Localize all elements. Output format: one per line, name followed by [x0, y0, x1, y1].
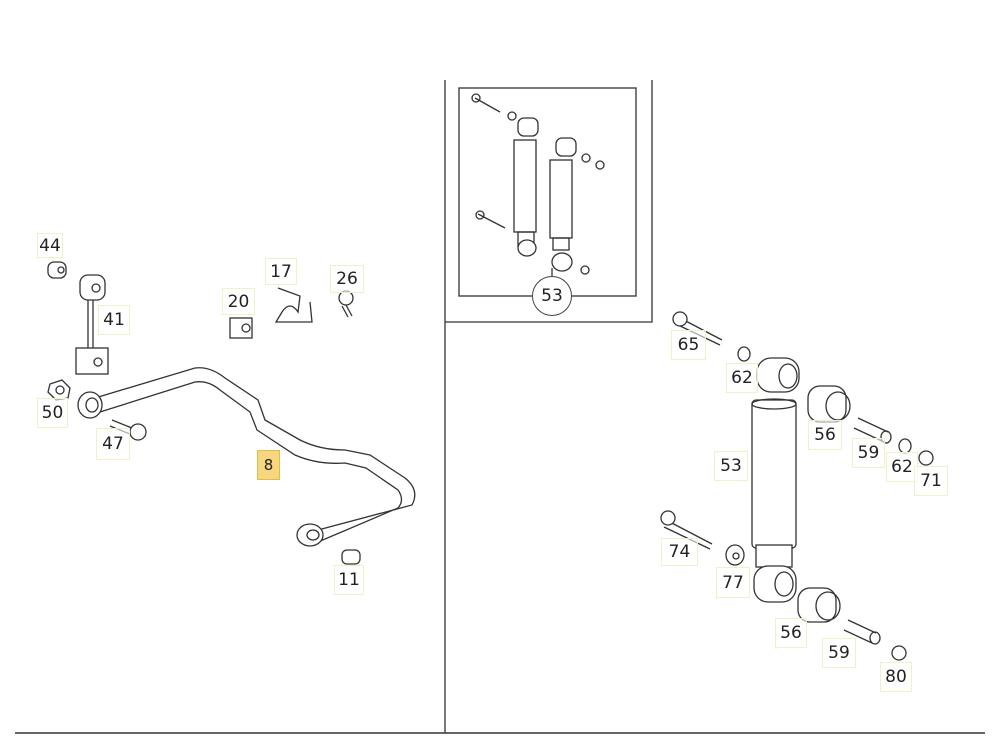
callout-50[interactable]: 50 [37, 398, 68, 428]
callout-62[interactable]: 62 [726, 363, 758, 393]
callout-17[interactable]: 17 [265, 258, 297, 285]
nut-11 [341, 549, 361, 565]
callout-41[interactable]: 41 [98, 305, 130, 335]
clamp-17 [274, 287, 313, 323]
inset-frame [445, 80, 653, 323]
inset-shock-absorbers [471, 93, 605, 275]
bolt-26 [338, 290, 354, 318]
callout-47[interactable]: 47 [96, 428, 130, 460]
callout-20[interactable]: 20 [222, 288, 255, 315]
stabilizer-link [75, 274, 109, 375]
shock-absorber-53 [660, 311, 934, 661]
callout-26[interactable]: 26 [330, 265, 364, 293]
bolt-47 [109, 419, 147, 441]
callout-56-second[interactable]: 56 [775, 618, 807, 648]
inset-box [458, 87, 637, 297]
callout-74[interactable]: 74 [661, 538, 698, 566]
callout-11[interactable]: 11 [334, 565, 364, 595]
callout-56[interactable]: 56 [808, 420, 842, 450]
callout-59-second[interactable]: 59 [822, 638, 856, 668]
callout-8-highlighted[interactable]: 8 [257, 450, 280, 480]
nut-44 [47, 261, 67, 279]
callout-71[interactable]: 71 [914, 466, 948, 496]
callout-62-second[interactable]: 62 [886, 452, 918, 482]
callout-59[interactable]: 59 [852, 438, 885, 468]
stabilizer-bar [77, 367, 416, 547]
callout-44[interactable]: 44 [37, 233, 63, 258]
callout-80[interactable]: 80 [880, 662, 912, 692]
callout-65[interactable]: 65 [671, 330, 706, 360]
callout-53[interactable]: 53 [714, 451, 748, 481]
bushing-20 [229, 317, 253, 339]
nut-50 [47, 379, 71, 401]
callout-77[interactable]: 77 [716, 567, 750, 598]
inset-callout-53[interactable]: 53 [532, 276, 572, 316]
